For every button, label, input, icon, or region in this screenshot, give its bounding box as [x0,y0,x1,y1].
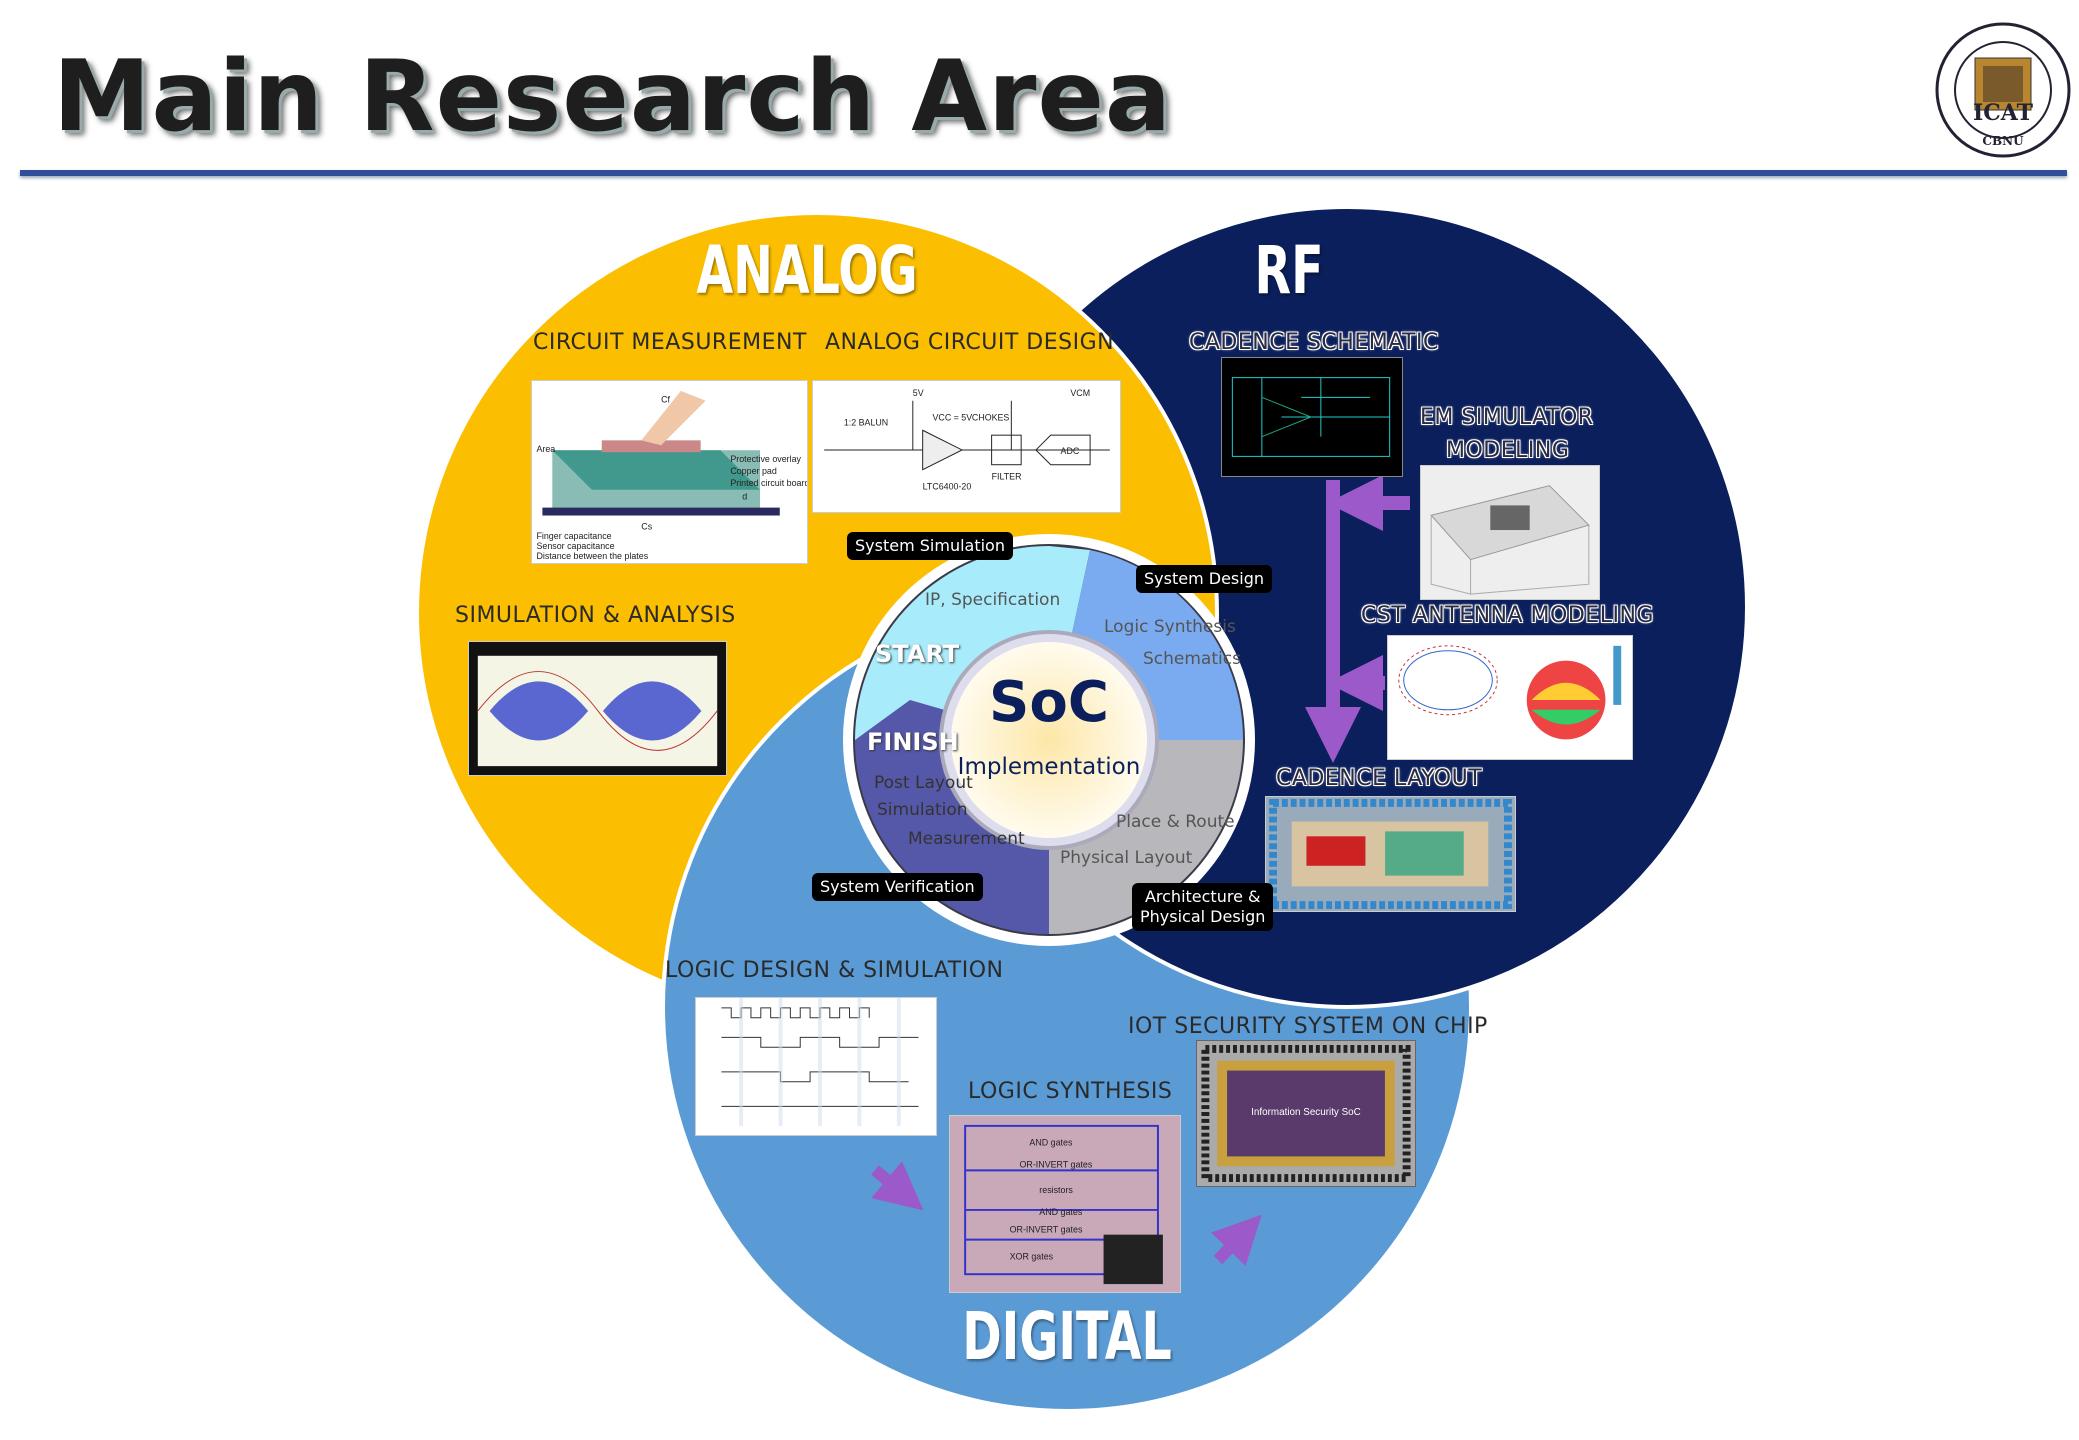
wheel-text-place-route: Place & Route [1116,812,1235,832]
cadence-layout-image [1265,796,1516,912]
svg-text:CBNU: CBNU [1982,134,2024,148]
callout-architecture-physical-design: Architecture &Physical Design [1132,883,1274,931]
svg-text:Printed circuit board: Printed circuit board [730,478,807,488]
svg-text:Protective overlay: Protective overlay [730,454,801,464]
svg-text:Finger capacitance: Finger capacitance [536,531,611,541]
page-title: Main Research Area [53,40,1173,154]
svg-text:CHOKES: CHOKES [972,412,1010,422]
callout-line-1: Architecture & [1144,887,1261,906]
digital-title: DIGITAL [962,1298,1172,1375]
svg-text:ICAT: ICAT [1973,100,2034,126]
svg-text:5V: 5V [913,388,924,398]
label-cadence-layout: CADENCE LAYOUT [1276,766,1483,791]
svg-text:ADC: ADC [1061,446,1080,456]
svg-text:LTC6400-20: LTC6400-20 [923,481,972,491]
svg-text:AND gates: AND gates [1029,1138,1073,1148]
wheel-center [951,642,1147,838]
soc-wheel [843,534,1255,946]
label-circuit-measurement: CIRCUIT MEASUREMENT [533,330,807,355]
callout-system-simulation: System Simulation [847,532,1013,560]
digital-arrow-2 [1211,1214,1262,1266]
title-divider [20,170,2067,176]
iot-soc-chip-image: Information Security SoC [1196,1040,1416,1187]
svg-text:VCM: VCM [1070,388,1090,398]
wheel-text-simulation: Simulation [877,800,968,820]
soc-title: SoC [989,670,1109,735]
icat-logo: ICAT CBNU [1933,20,2073,160]
rf-flow-arrows [1305,475,1410,763]
analog-title: ANALOG [696,232,918,309]
label-iot-soc: IOT SECURITY SYSTEM ON CHIP [1128,1014,1488,1039]
svg-text:resistors: resistors [1039,1185,1073,1195]
svg-text:Area: Area [536,444,555,454]
svg-text:Cs: Cs [641,521,652,531]
callout-system-design: System Design [1136,565,1272,593]
digital-arrow-1 [871,1161,924,1211]
wheel-text-post-layout: Post Layout [874,773,973,793]
wheel-text-measurement: Measurement [908,829,1025,849]
wheel-text-schematics: Schematics [1143,649,1241,669]
svg-text:Copper pad: Copper pad [730,466,777,476]
svg-text:XOR gates: XOR gates [1010,1251,1054,1261]
wheel-text-physical-layout: Physical Layout [1060,848,1193,868]
rf-title: RF [1254,232,1324,309]
label-cadence-schematic: CADENCE SCHEMATIC [1189,330,1439,355]
svg-text:Information Security SoC: Information Security SoC [1251,1107,1361,1118]
label-modeling: MODELING [1446,438,1570,463]
em-simulator-image [1420,465,1600,600]
start-label: START [875,640,960,668]
soc-subtitle: Implementation [957,754,1141,780]
svg-text:VCC = 5V: VCC = 5V [933,412,973,422]
label-logic-design: LOGIC DESIGN & SIMULATION [665,958,1004,983]
label-analog-circuit-design: ANALOG CIRCUIT DESIGN [825,330,1115,355]
svg-text:AND gates: AND gates [1039,1207,1083,1217]
svg-text:Cf: Cf [661,395,670,405]
logic-waveform-image [695,997,937,1136]
svg-text:Sensor capacitance: Sensor capacitance [536,541,614,551]
simulation-waveform-image [468,641,727,776]
svg-text:d: d [742,492,747,502]
svg-text:FILTER: FILTER [992,471,1022,481]
svg-text:Distance between the plates: Distance between the plates [536,551,648,561]
cst-antenna-image [1387,635,1633,760]
label-simulation-analysis: SIMULATION & ANALYSIS [455,603,736,628]
cadence-schematic-image [1221,357,1403,477]
svg-text:OR-INVERT gates: OR-INVERT gates [1010,1225,1083,1235]
wheel-text-logic-synthesis: Logic Synthesis [1104,617,1236,637]
svg-text:OR-INVERT gates: OR-INVERT gates [1020,1159,1093,1169]
wheel-text-ip-spec: IP, Specification [925,590,1061,610]
callout-line-2: Physical Design [1140,907,1266,926]
label-logic-synthesis: LOGIC SYNTHESIS [968,1079,1173,1104]
finish-label: FINISH [867,728,959,756]
callout-system-verification: System Verification [812,873,983,901]
label-em-simulator: EM SIMULATOR [1420,405,1594,430]
label-cst-antenna: CST ANTENNA MODELING [1361,603,1654,628]
svg-text:1:2 BALUN: 1:2 BALUN [844,417,888,427]
